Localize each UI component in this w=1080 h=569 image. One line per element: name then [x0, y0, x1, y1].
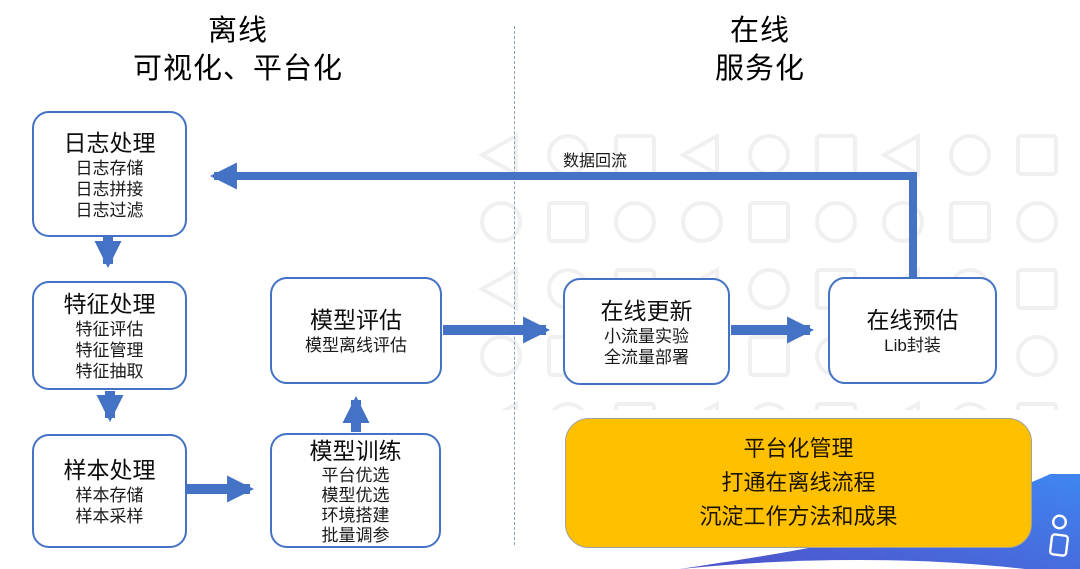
- process-box-sample: 样本处理 样本存储 样本采样: [32, 434, 187, 548]
- box-item: 全流量部署: [604, 347, 689, 367]
- process-box-log: 日志处理 日志存储 日志拼接 日志过滤: [32, 111, 187, 237]
- box-title: 日志处理: [63, 129, 156, 156]
- box-item: 模型离线评估: [305, 336, 407, 355]
- process-box-feature: 特征处理 特征评估 特征管理 特征抽取: [32, 281, 187, 390]
- section-divider: [514, 26, 515, 545]
- box-item: 日志过滤: [75, 200, 144, 220]
- process-box-eval: 模型评估 模型离线评估: [270, 277, 442, 384]
- platform-summary-box: 平台化管理 打通在离线流程 沉淀工作方法和成果: [565, 418, 1032, 548]
- box-item: 特征抽取: [75, 362, 144, 381]
- online-section-header: 在线 服务化: [590, 12, 930, 88]
- summary-line: 平台化管理: [743, 436, 854, 461]
- box-item: 样本存储: [75, 486, 144, 505]
- box-item: 环境搭建: [321, 505, 390, 525]
- summary-line: 沉淀工作方法和成果: [699, 504, 898, 529]
- box-item: 特征管理: [75, 341, 144, 360]
- arrow-data-backflow: [209, 162, 917, 277]
- process-box-predict: 在线预估 Lib封装: [828, 277, 997, 384]
- box-item: 平台优选: [321, 465, 390, 485]
- online-header-line1: 在线: [729, 15, 790, 47]
- box-item: 小流量实验: [604, 326, 689, 346]
- box-title: 模型训练: [309, 437, 402, 464]
- box-title: 样本处理: [63, 457, 156, 483]
- box-item: 日志拼接: [75, 179, 144, 199]
- box-item: 样本采样: [75, 507, 144, 526]
- offline-header-line2: 可视化、平台化: [132, 53, 343, 85]
- box-title: 在线更新: [600, 297, 693, 324]
- process-box-update: 在线更新 小流量实验 全流量部署: [563, 278, 730, 385]
- box-item: Lib封装: [884, 336, 941, 355]
- box-title: 模型评估: [310, 307, 402, 333]
- box-item: 日志存储: [75, 158, 144, 178]
- box-title: 在线预估: [866, 307, 959, 333]
- offline-header-line1: 离线: [207, 15, 268, 47]
- online-header-line2: 服务化: [714, 53, 805, 85]
- box-item: 批量调参: [321, 525, 390, 545]
- box-item: 模型优选: [321, 485, 390, 505]
- data-backflow-label: 数据回流: [562, 153, 627, 170]
- box-item: 特征评估: [75, 320, 144, 339]
- brand-logo-icon: [1048, 514, 1070, 557]
- summary-line: 打通在离线流程: [721, 470, 876, 495]
- offline-section-header: 离线 可视化、平台化: [68, 12, 408, 88]
- process-box-train: 模型训练 平台优选 模型优选 环境搭建 批量调参: [270, 433, 441, 548]
- box-title: 特征处理: [63, 291, 156, 317]
